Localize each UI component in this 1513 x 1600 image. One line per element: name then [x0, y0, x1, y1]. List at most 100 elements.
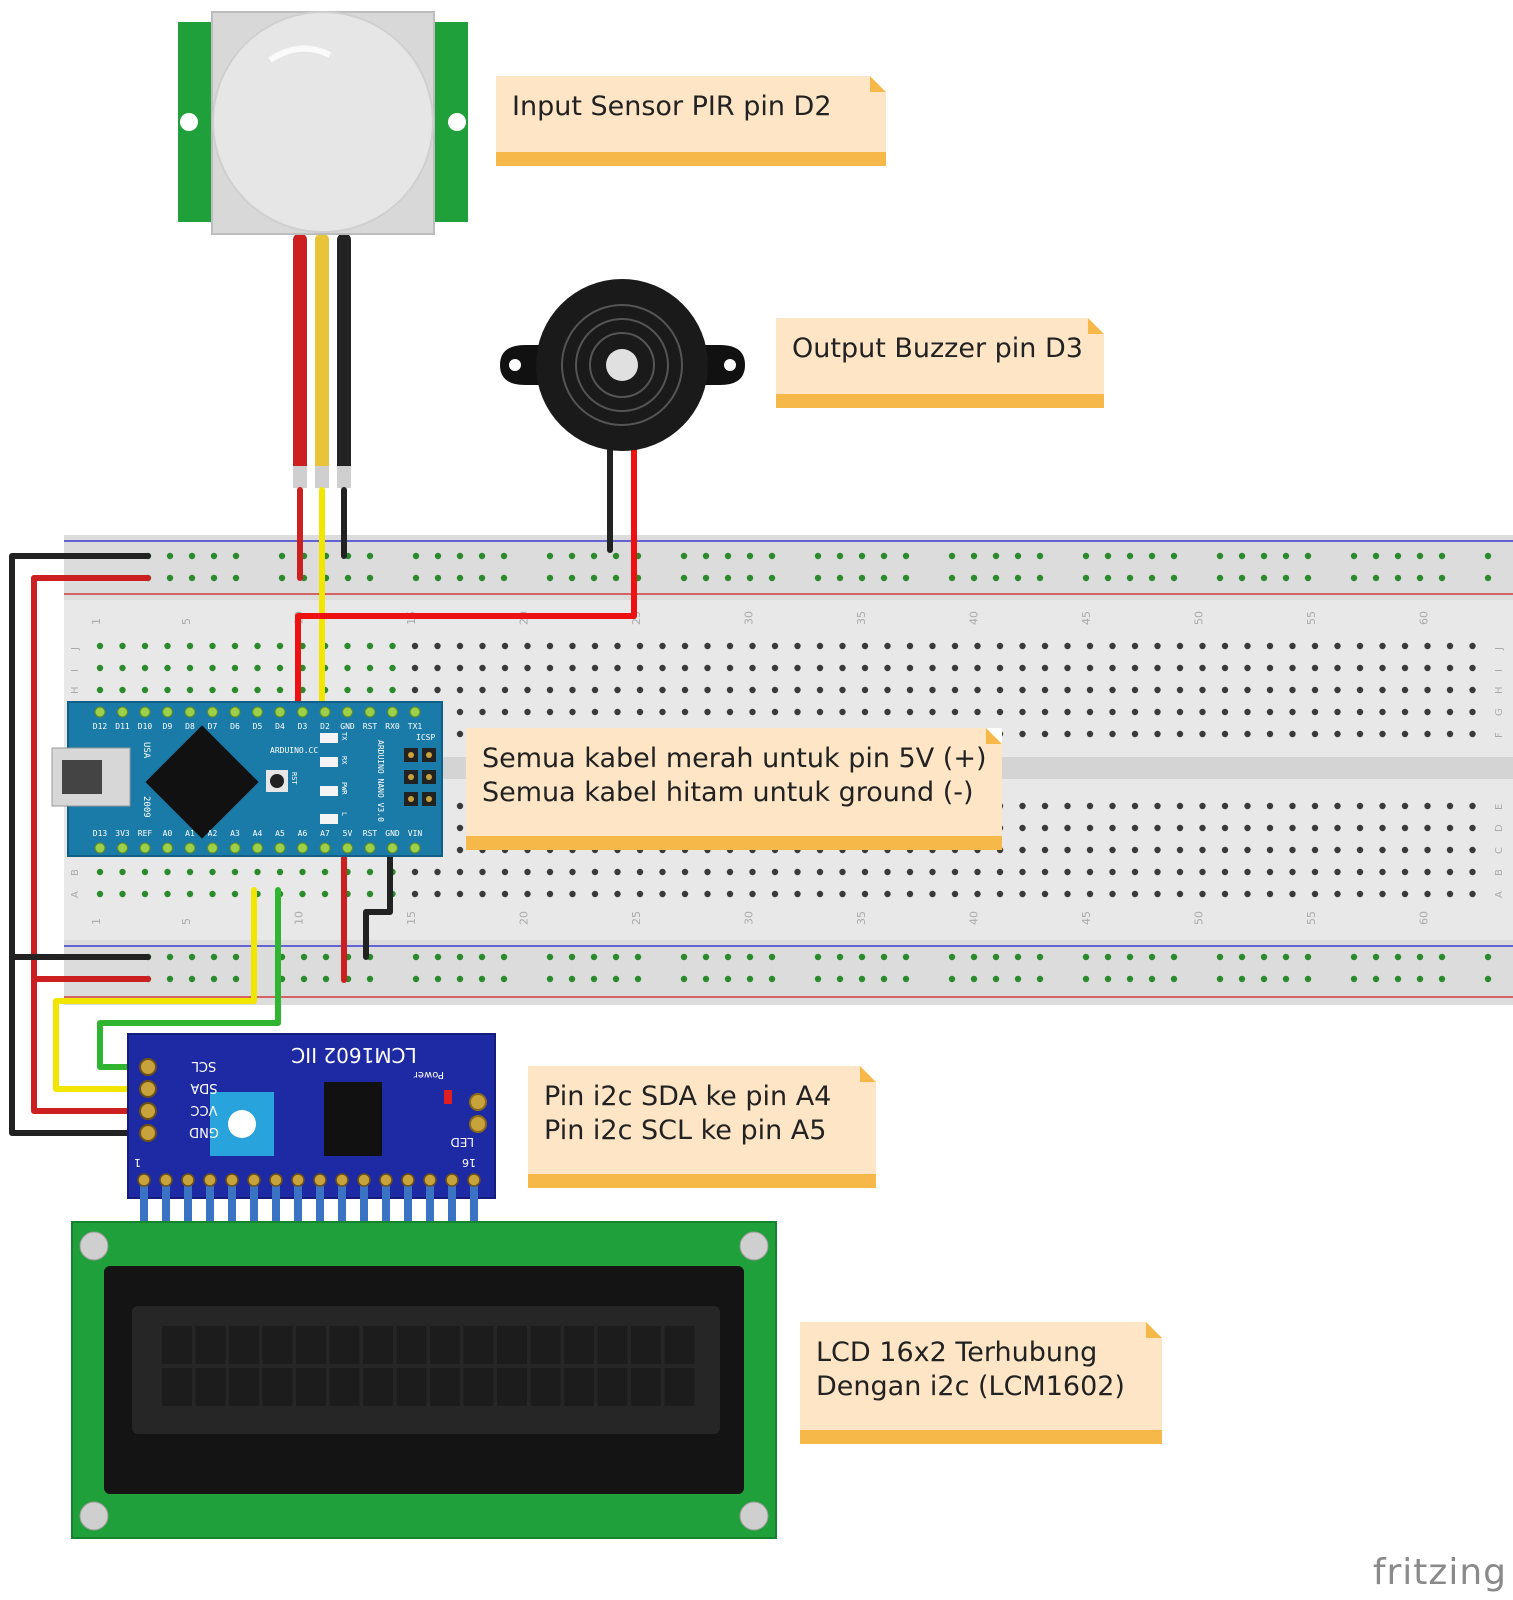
breadboard-hole — [1086, 642, 1094, 650]
lcd-cell — [329, 1368, 360, 1406]
rail-hole — [634, 953, 642, 961]
breadboard-hole — [456, 730, 464, 738]
breadboard-hole — [771, 664, 779, 672]
arduino-pin-label: D13 — [93, 829, 108, 838]
breadboard-hole — [929, 642, 936, 650]
breadboard-hole — [1356, 708, 1364, 716]
breadboard-hole — [1469, 664, 1476, 672]
breadboard-hole — [1064, 686, 1071, 694]
rail-hole — [1216, 975, 1224, 983]
breadboard-hole — [479, 708, 486, 716]
arduino-pin — [184, 706, 196, 718]
breadboard-hole — [569, 890, 576, 898]
breadboard-hole — [1401, 868, 1409, 876]
breadboard-hole — [794, 890, 801, 898]
breadboard-hole — [501, 708, 509, 716]
buzzer-hole-right — [724, 359, 736, 371]
breadboard-hole — [1334, 868, 1341, 876]
breadboard-hole — [1041, 708, 1049, 716]
breadboard-hole — [1176, 802, 1184, 810]
lcd-header-pad — [423, 1173, 437, 1187]
breadboard-hole — [1401, 824, 1409, 832]
breadboard-hole — [906, 868, 914, 876]
rail-hole — [702, 953, 710, 961]
breadboard-hole — [1221, 846, 1229, 854]
lcd-character-cells — [162, 1326, 695, 1406]
rail-hole — [836, 953, 844, 961]
rail-hole — [478, 975, 486, 983]
led-label-l: L — [340, 812, 348, 816]
breadboard-hole — [1221, 708, 1229, 716]
breadboard-hole — [681, 868, 689, 876]
arduino-pin-label: D9 — [163, 722, 173, 731]
breadboard-hole — [636, 890, 644, 898]
breadboard-hole — [1289, 890, 1296, 898]
breadboard-hole — [614, 642, 621, 650]
buzzer — [500, 279, 745, 451]
breadboard-hole — [299, 890, 306, 898]
breadboard-hole — [119, 642, 126, 650]
rail-hole — [948, 953, 956, 961]
breadboard-hole — [1334, 642, 1341, 650]
note-lcd-line-2: Dengan i2c (LCM1602) — [816, 1371, 1125, 1402]
reset-button[interactable] — [270, 774, 284, 788]
breadboard-hole — [1424, 802, 1431, 810]
rail-hole — [948, 552, 956, 560]
lcd-cell — [162, 1368, 192, 1406]
breadboard-hole — [1244, 824, 1251, 832]
breadboard-hole — [614, 708, 621, 716]
breadboard-hole — [1356, 824, 1364, 832]
lcd-screw-top-right — [739, 1231, 769, 1261]
pir-mount-hole-left — [180, 113, 198, 131]
pir-dome-highlight — [268, 45, 332, 63]
buzzer-center — [606, 349, 638, 381]
breadboard-hole — [141, 686, 149, 694]
breadboard-hole — [704, 890, 711, 898]
column-number-top: 60 — [1418, 611, 1431, 625]
note-power-line-2: Semua kabel hitam untuk ground (-) — [482, 777, 974, 808]
breadboard-hole — [1311, 802, 1319, 810]
arduino-pin — [229, 706, 241, 718]
icsp-pin-contact — [408, 796, 414, 802]
breadboard-hole — [1041, 686, 1049, 694]
breadboard-hole — [1064, 664, 1071, 672]
breadboard-hole — [456, 846, 464, 854]
breadboard-hole — [1019, 846, 1026, 854]
breadboard-hole — [1199, 802, 1206, 810]
breadboard-hole — [1311, 824, 1319, 832]
breadboard-hole — [771, 686, 779, 694]
rail-hole — [1216, 574, 1224, 582]
note-fold — [870, 76, 886, 92]
rail-hole — [1304, 552, 1312, 560]
breadboard-hole — [1379, 890, 1386, 898]
breadboard-hole — [1154, 664, 1161, 672]
breadboard-hole — [1221, 664, 1229, 672]
breadboard-hole — [1469, 890, 1476, 898]
i2c-pin-scl — [139, 1058, 157, 1076]
i2c-potentiometer-knob[interactable] — [228, 1110, 256, 1138]
rail-hole — [1304, 953, 1312, 961]
rail-hole — [768, 552, 776, 560]
rail-hole — [1260, 953, 1268, 961]
lcd-header-pin — [162, 1180, 170, 1250]
arduino-pin — [252, 706, 263, 718]
rail-hole — [1148, 953, 1156, 961]
lcd-header-pad — [247, 1173, 261, 1187]
breadboard-hole — [524, 686, 531, 694]
breadboard-hole — [546, 708, 554, 716]
lcd-header-pad — [269, 1173, 283, 1187]
breadboard-hole — [1334, 708, 1341, 716]
note-fold — [986, 728, 1002, 744]
breadboard-hole — [1356, 642, 1364, 650]
breadboard-hole — [1199, 664, 1206, 672]
breadboard-hole — [1379, 730, 1386, 738]
rail-hole — [1104, 574, 1112, 582]
i2c-pin-label: GND — [189, 1124, 219, 1139]
breadboard-hole — [456, 708, 464, 716]
breadboard-hole — [546, 686, 554, 694]
row-letter: I — [1494, 669, 1505, 672]
arduino-pin — [94, 842, 106, 854]
breadboard-hole — [479, 890, 486, 898]
rail-hole — [1170, 975, 1178, 983]
lcd-header-pin — [316, 1180, 324, 1250]
